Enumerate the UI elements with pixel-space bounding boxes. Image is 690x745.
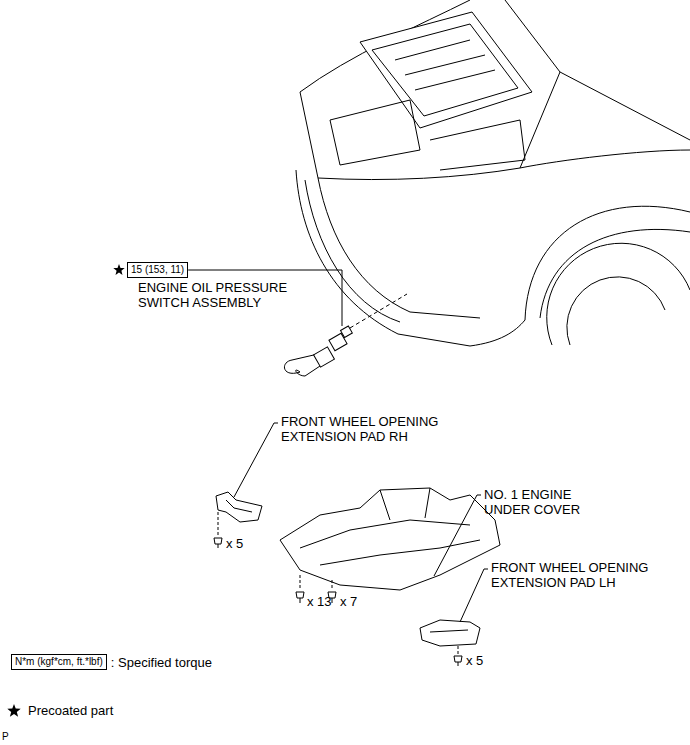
car-front-drawing: [360, 12, 532, 128]
car-front-drawing: [372, 24, 518, 116]
under-cover-drawing: [300, 520, 470, 548]
pad-rh-drawing: [216, 492, 262, 536]
car-front-drawing: [430, 120, 525, 170]
bolt-symbols: [214, 538, 222, 548]
oil-pressure-switch-drawing: [296, 366, 320, 376]
under-cover-drawing: [300, 575, 332, 590]
car-front-drawing: [525, 206, 690, 320]
under-cover-drawing: [320, 540, 480, 565]
part-name: ENGINE OIL PRESSURE SWITCH ASSEMBLY: [138, 280, 313, 310]
car-front-drawing: [305, 180, 400, 322]
quantity: x 5: [226, 536, 243, 551]
torque-box: 15 (153, 11): [127, 262, 188, 278]
part-name: NO. 1 ENGINE UNDER COVER: [484, 487, 596, 517]
pad-rh-drawing: [218, 512, 219, 536]
pad-rh-drawing: [216, 492, 262, 522]
oil-pressure-switch-drawing: [314, 347, 335, 367]
torque-legend-box: N*m (kgf*cm, ft.*lbf): [11, 654, 107, 670]
pad-lh-drawing: [420, 620, 480, 646]
pad-lh-drawing: [420, 620, 480, 654]
car-front-drawing: [296, 170, 525, 346]
pad-lh-drawing: [430, 630, 468, 632]
car-front-drawing: [547, 243, 690, 345]
legend-text: : Specified torque: [111, 655, 212, 670]
car-front-drawing: [296, 0, 690, 346]
bolt-symbols: [296, 592, 304, 603]
quantity: x 13: [307, 594, 332, 609]
precoat-star: [113, 264, 124, 275]
legend-entry: Precoated part: [28, 703, 113, 718]
pad-rh-drawing: [226, 500, 252, 512]
part-name: FRONT WHEEL OPENING EXTENSION PAD RH: [281, 414, 456, 444]
car-front-drawing: [505, 0, 690, 140]
legend-text: Precoated part: [28, 703, 113, 718]
pad-lh-drawing: [458, 646, 459, 654]
quantity: x 5: [466, 653, 483, 668]
leader-lines: [234, 423, 488, 622]
torque-value: 15 (153, 11): [131, 264, 184, 275]
legend-entry: : Specified torque: [111, 655, 212, 670]
under-cover-drawing: [380, 488, 430, 520]
quantity: x 7: [340, 594, 357, 609]
car-front-drawing: [395, 40, 495, 90]
car-front-drawing: [567, 277, 665, 345]
figure-code: P: [2, 729, 9, 744]
leader-lines: [434, 495, 481, 576]
leader-lines: [234, 423, 278, 497]
bolt-symbols: [454, 656, 462, 666]
precoat-star: [7, 704, 20, 717]
car-front-drawing: [520, 150, 690, 168]
bolt-symbols: [214, 538, 462, 666]
torque-unit: N*m (kgf*cm, ft.*lbf): [15, 656, 103, 667]
install-dashed-line: [350, 294, 407, 328]
car-front-drawing: [330, 100, 420, 165]
under-cover-drawing: [280, 488, 500, 590]
oil-pressure-switch-drawing: [284, 326, 352, 376]
car-front-drawing: [540, 229, 690, 318]
under-cover-drawing: [280, 488, 500, 590]
leader-lines: [460, 569, 488, 622]
part-name: FRONT WHEEL OPENING EXTENSION PAD LH: [491, 560, 671, 590]
